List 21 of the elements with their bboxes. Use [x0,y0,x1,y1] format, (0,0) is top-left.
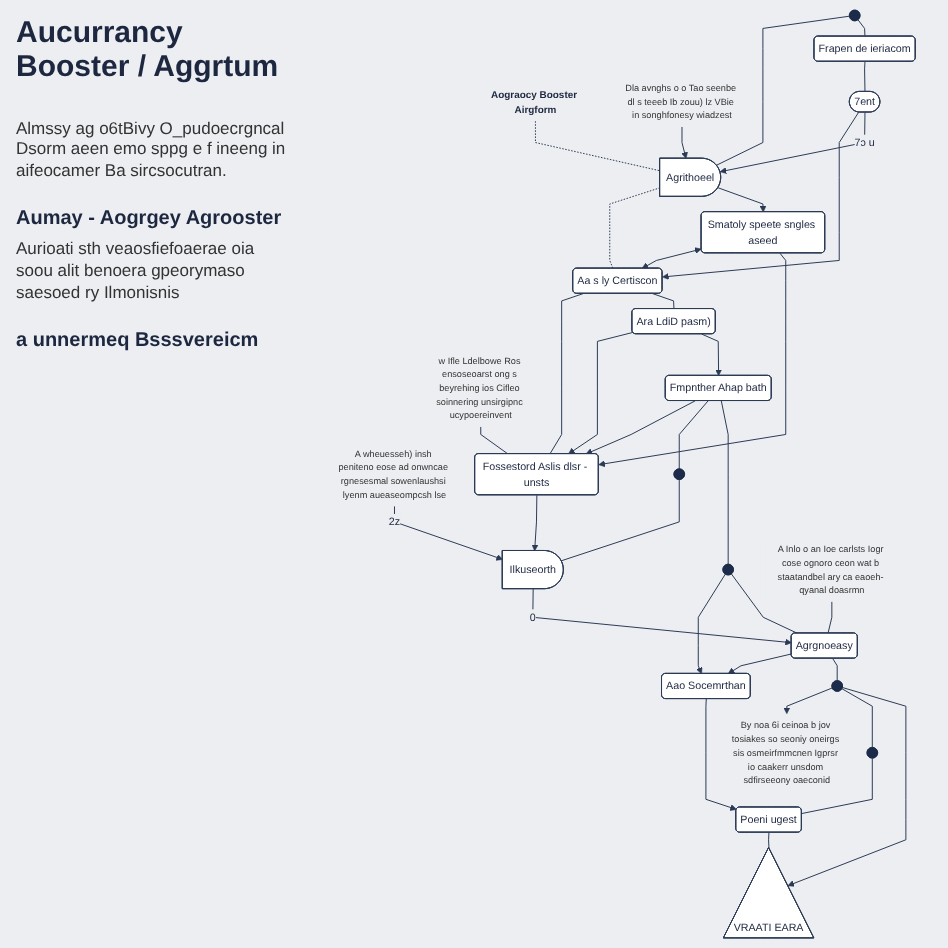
connector [857,19,866,37]
diagram-title: Aucurrancy Booster / Aggrtum [16,16,281,85]
connector [827,601,833,634]
connector [549,293,584,455]
section-heading: a unnermeq Bsssvereicm [16,330,261,353]
connector [731,573,799,634]
connector [535,120,661,172]
connector [561,479,681,562]
note-text: Almssy ag o6tBivy O_pudoecrgncal Dsorm aeen emo sppg e f ineeng in aifeocamer Ba sircsocutran. [16,117,288,181]
connector [609,187,661,269]
connector [652,293,675,310]
connector [679,400,709,470]
connector [864,61,866,93]
connector [832,658,839,682]
connector [721,400,729,565]
note-text: Aurioati sth veaosfiefoaerae oia soou alit benoera gpeorymaso saesoed ry Ilmonisnis [16,238,257,303]
connector [801,757,874,815]
section-heading: Aumay - Aogrgey Agrooster [16,208,284,231]
connector [716,15,851,166]
connector [768,832,770,849]
connector [480,426,509,455]
